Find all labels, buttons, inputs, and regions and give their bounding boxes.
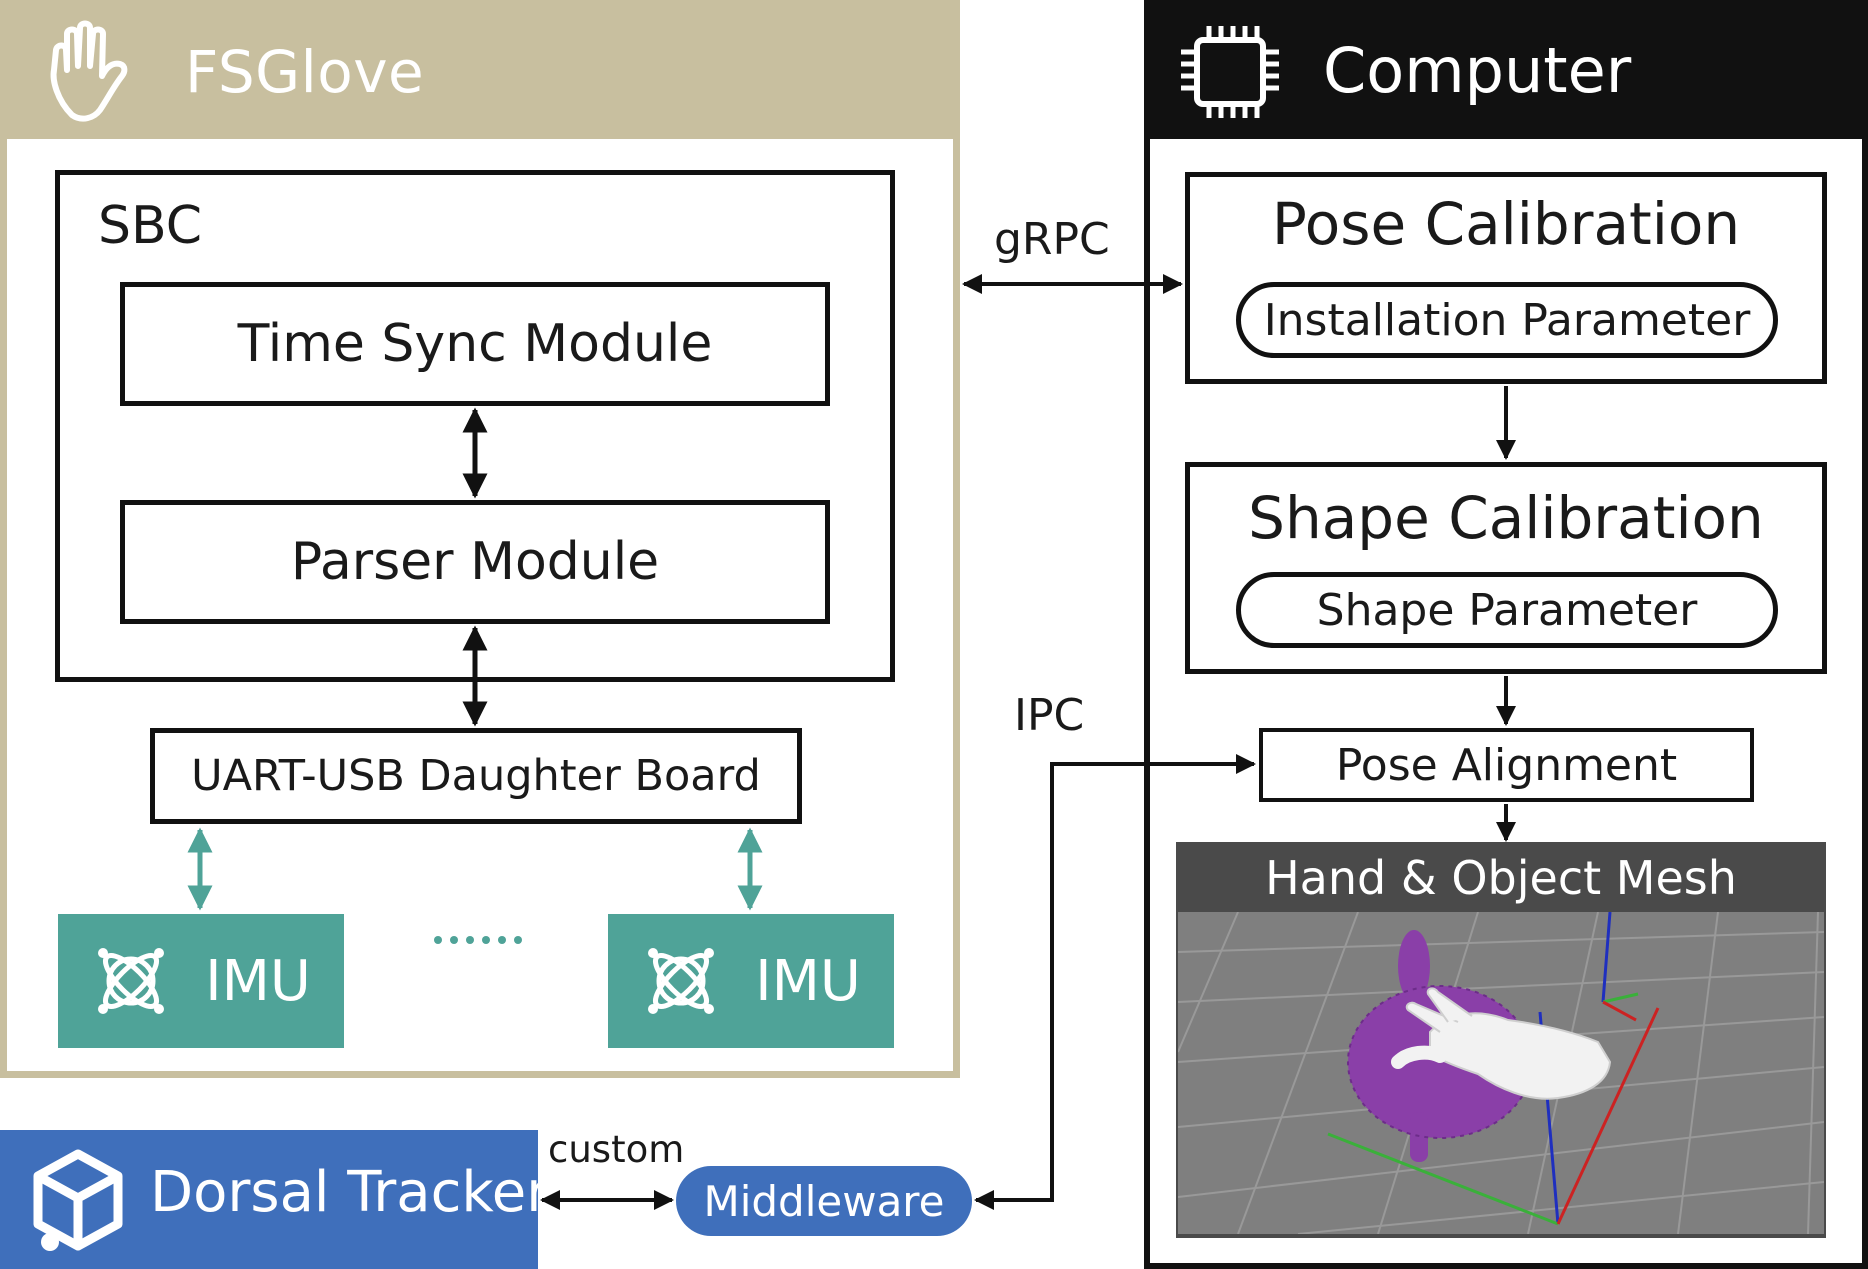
shape-calibration-box: [1185, 462, 1827, 674]
imu-box: IMU: [608, 914, 894, 1048]
imu-label: IMU: [205, 948, 311, 1014]
imu-icon: [648, 948, 715, 1014]
computer-title: Computer: [1323, 34, 1632, 107]
middleware-pill: Middleware: [676, 1166, 972, 1236]
axis-gizmo-small: [1601, 912, 1639, 1022]
imu-label: IMU: [755, 948, 861, 1014]
time-sync-module: Time Sync Module: [120, 282, 830, 406]
ground-grid: [1178, 912, 1824, 1234]
installation-parameter-pill: Installation Parameter: [1236, 282, 1778, 358]
imu-icon: [98, 948, 165, 1014]
arrow-ipc: [974, 754, 1256, 1210]
hand-mesh: [1391, 987, 1612, 1100]
custom-edge-label: custom: [548, 1128, 685, 1171]
ellipsis-dots: [434, 936, 522, 944]
grpc-edge-label: gRPC: [994, 214, 1110, 265]
mesh-viewport: [1178, 912, 1824, 1234]
ipc-edge-label: IPC: [1014, 690, 1085, 741]
imu-box: IMU: [58, 914, 344, 1048]
chip-icon: [1181, 26, 1279, 118]
dorsal-tracker-box: [0, 1130, 538, 1269]
parser-module: Parser Module: [120, 500, 830, 624]
shape-calibration-title: Shape Calibration: [1248, 484, 1764, 552]
cube-icon: [33, 1149, 123, 1251]
fsglove-title: FSGlove: [185, 38, 425, 106]
dorsal-tracker-label: Dorsal Tracker: [150, 1160, 550, 1225]
pose-alignment-box: Pose Alignment: [1259, 728, 1754, 802]
mesh-title: Hand & Object Mesh: [1265, 851, 1737, 905]
uart-usb-daughter-board: UART-USB Daughter Board: [150, 728, 802, 824]
hand-icon: [50, 20, 128, 122]
shape-parameter-pill: Shape Parameter: [1236, 572, 1778, 648]
pose-calibration-box: [1185, 172, 1827, 384]
fsglove-header: [0, 0, 960, 139]
pose-calibration-title: Pose Calibration: [1271, 190, 1741, 258]
sbc-label: SBC: [98, 196, 203, 256]
